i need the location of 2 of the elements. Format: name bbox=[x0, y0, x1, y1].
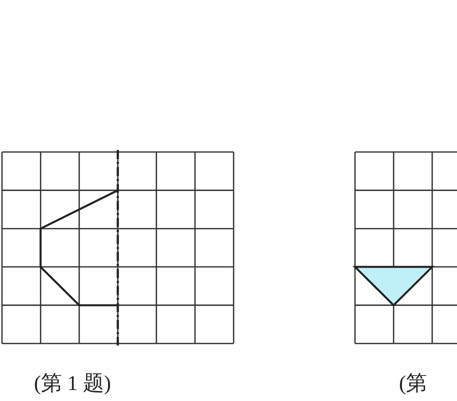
figure-caption: (第 1 题) bbox=[34, 370, 111, 397]
figure-caption: (第 bbox=[399, 370, 427, 397]
